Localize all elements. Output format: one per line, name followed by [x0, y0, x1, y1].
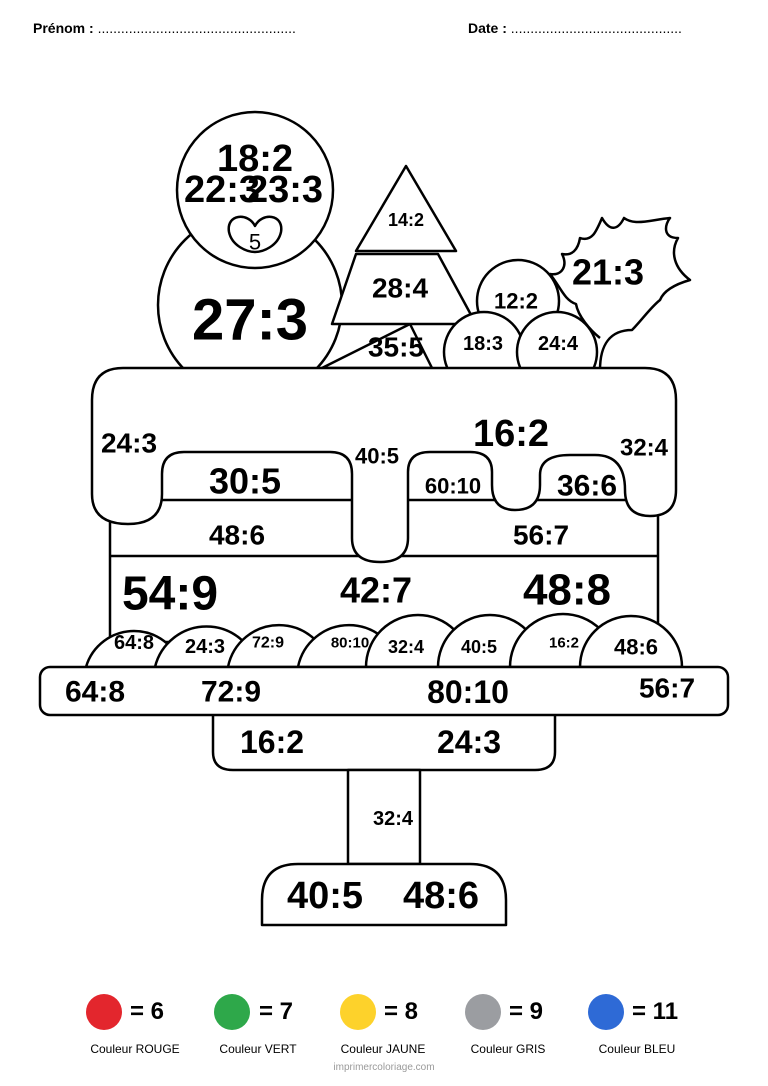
- site-credit: imprimercoloriage.com: [333, 1062, 435, 1073]
- legend-value: = 6: [130, 998, 165, 1025]
- plate-label-1: 64:8: [65, 676, 125, 709]
- tree-top-label: 14:2: [388, 210, 424, 230]
- snowman-head-label-3: 23:3: [247, 169, 323, 211]
- gray-dot-icon: [465, 994, 501, 1030]
- icing-label-1: 24:3: [101, 428, 157, 459]
- legend-item-gray: = 9 Couleur GRIS: [453, 994, 593, 1064]
- scallop-label-8: 48:6: [614, 635, 658, 660]
- stem-label: 32:4: [373, 808, 414, 830]
- scallop-label-6: 40:5: [461, 637, 497, 657]
- legend-item-blue: = 11 Couleur BLEU: [582, 994, 722, 1064]
- yellow-dot-icon: [340, 994, 376, 1030]
- scallop-label-5: 32:4: [388, 637, 424, 657]
- scallop-label-4: 80:10: [331, 635, 369, 652]
- date-label: Date :: [468, 20, 507, 36]
- legend-name: Couleur ROUGE: [90, 1042, 180, 1056]
- legend-name: Couleur JAUNE: [340, 1042, 426, 1056]
- plate-label-4: 56:7: [639, 673, 695, 704]
- plate-shape[interactable]: [38, 665, 730, 717]
- stand-top-shape[interactable]: [211, 712, 557, 772]
- tree-bottom-label: 35:5: [368, 332, 424, 363]
- icing-label-7: 32:4: [620, 435, 669, 462]
- ornament-left-label: 18:3: [463, 333, 503, 355]
- date-dots: ........................................…: [510, 20, 682, 36]
- blue-dot-icon: [588, 994, 624, 1030]
- legend-value: = 11: [632, 998, 679, 1025]
- stand-top-label-1: 16:2: [240, 724, 304, 760]
- date-field: Date : .................................…: [468, 20, 682, 36]
- icing-label-5: 60:10: [425, 474, 481, 499]
- legend-item-green: = 7 Couleur VERT: [203, 994, 343, 1064]
- icing-label-3: 40:5: [355, 444, 399, 469]
- green-dot-icon: [214, 994, 250, 1030]
- tree-middle-label: 28:4: [372, 273, 428, 304]
- foot-shape[interactable]: [260, 862, 508, 927]
- snowman-head-label-2: 22:3: [184, 169, 260, 211]
- icing-label-2: 30:5: [209, 461, 281, 502]
- band-label-2: 56:7: [513, 520, 569, 551]
- stand-top-label-2: 24:3: [437, 724, 501, 760]
- scallop-label-7: 16:2: [549, 635, 579, 652]
- prenom-dots: ........................................…: [97, 20, 296, 36]
- legend-value: = 7: [259, 998, 294, 1025]
- cake-middle-label-1: 54:9: [122, 568, 218, 621]
- legend-name: Couleur BLEU: [598, 1042, 676, 1056]
- plate-label-3: 80:10: [427, 674, 509, 710]
- ornament-top-label: 12:2: [494, 289, 538, 314]
- snowman-head-label-1: 18:2: [217, 138, 293, 180]
- snowman-nose-shape[interactable]: [227, 215, 283, 254]
- cake-middle-label-3: 48:8: [523, 566, 611, 615]
- icing-shape[interactable]: [90, 366, 678, 564]
- tree-top-shape[interactable]: [354, 164, 458, 253]
- snowman-body-label: 27:3: [192, 288, 308, 353]
- plate-label-2: 72:9: [201, 676, 261, 709]
- cake-middle-label-2: 42:7: [340, 570, 412, 611]
- scallop-label-3: 72:9: [252, 635, 284, 652]
- legend-value: = 9: [509, 998, 544, 1025]
- scallop-label-2: 24:3: [185, 636, 225, 658]
- legend-name: Couleur GRIS: [470, 1042, 546, 1056]
- foot-label-1: 40:5: [287, 875, 363, 917]
- legend-item-red: = 6 Couleur ROUGE: [80, 994, 220, 1064]
- band-label-1: 48:6: [209, 520, 265, 551]
- scallop-label-1: 64:8: [114, 632, 154, 654]
- ornament-right-label: 24:4: [538, 333, 579, 355]
- icing-label-4: 16:2: [473, 413, 549, 455]
- foot-label-2: 48:6: [403, 875, 479, 917]
- prenom-field: Prénom : ...............................…: [33, 20, 296, 36]
- red-dot-icon: [86, 994, 122, 1030]
- prenom-label: Prénom :: [33, 20, 94, 36]
- snowman-nose-label: 5: [249, 230, 261, 255]
- stem-shape[interactable]: [346, 768, 422, 866]
- icing-label-6: 36:6: [557, 470, 617, 503]
- scallop-8[interactable]: [578, 614, 684, 669]
- legend-value: = 8: [384, 998, 419, 1025]
- legend-name: Couleur VERT: [219, 1042, 297, 1056]
- legend-item-yellow: = 8 Couleur JAUNE: [328, 994, 468, 1064]
- snowman-head-shape[interactable]: [175, 110, 335, 270]
- holly-label: 21:3: [572, 252, 644, 293]
